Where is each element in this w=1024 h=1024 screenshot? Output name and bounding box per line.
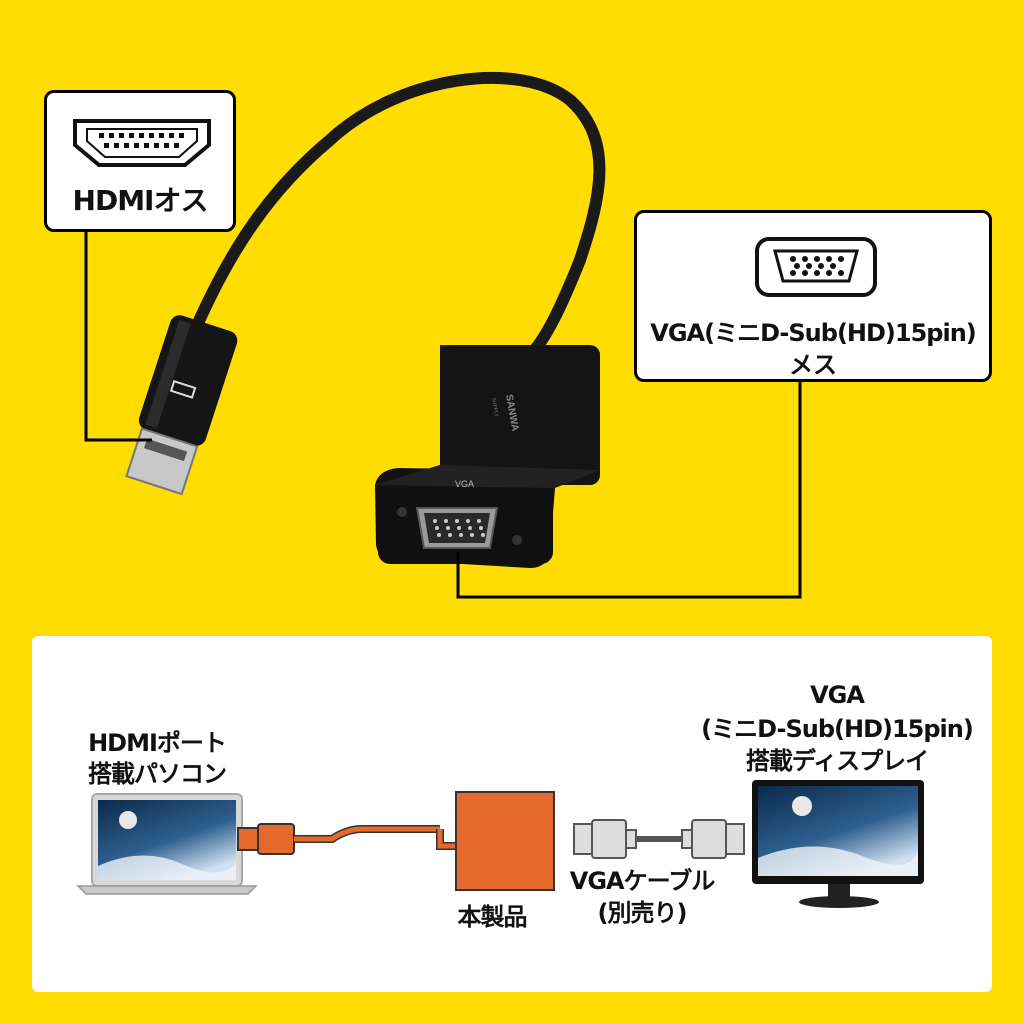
adapter-label: 本製品 (457, 903, 528, 931)
pc-label-line2: 搭載パソコン (88, 760, 227, 788)
display-label-line1: VGA (810, 681, 865, 709)
product-illustration: VGA SANWA SUPPLY (84, 71, 802, 599)
vga-port-icon (755, 237, 877, 297)
hdmi-port-icon (73, 119, 211, 167)
vga-leader-line (456, 382, 802, 599)
hdmi-plug (125, 315, 238, 496)
hdmi-cable-icon (237, 823, 456, 855)
vga-callout: VGA(ミニD-Sub(HD)15pin) メス (634, 210, 992, 382)
display-label-line2: (ミニD-Sub(HD)15pin) (701, 715, 974, 743)
adapter-body: VGA SANWA SUPPLY (375, 345, 600, 568)
cable (189, 71, 606, 361)
vga-cable-icon (573, 819, 745, 859)
hdmi-callout: HDMIオス (44, 90, 236, 232)
hdmi-logo-icon (169, 379, 197, 399)
vga-port (397, 507, 522, 549)
vga-callout-label-gender: メス (789, 351, 837, 379)
port-label: VGA (455, 479, 474, 489)
hdmi-leader-line (84, 232, 152, 442)
laptop-icon (76, 793, 258, 895)
monitor-icon (752, 780, 924, 908)
brand-logo-sub: SUPPLY (490, 397, 499, 418)
diagram-graphics (76, 780, 924, 908)
pc-label-line1: HDMIポート (88, 729, 227, 757)
adapter-icon (455, 791, 555, 891)
hdmi-callout-label: HDMIオス (72, 184, 209, 217)
cable-label-line1: VGAケーブル (569, 867, 715, 895)
display-label-line3: 搭載ディスプレイ (745, 747, 929, 775)
connection-diagram: HDMIポート 搭載パソコン VGA (ミニD-Sub(HD)15pin) 搭載… (32, 636, 992, 992)
vga-callout-label: VGA(ミニD-Sub(HD)15pin) (650, 319, 977, 347)
cable-label-line2: (別売り) (597, 899, 688, 927)
